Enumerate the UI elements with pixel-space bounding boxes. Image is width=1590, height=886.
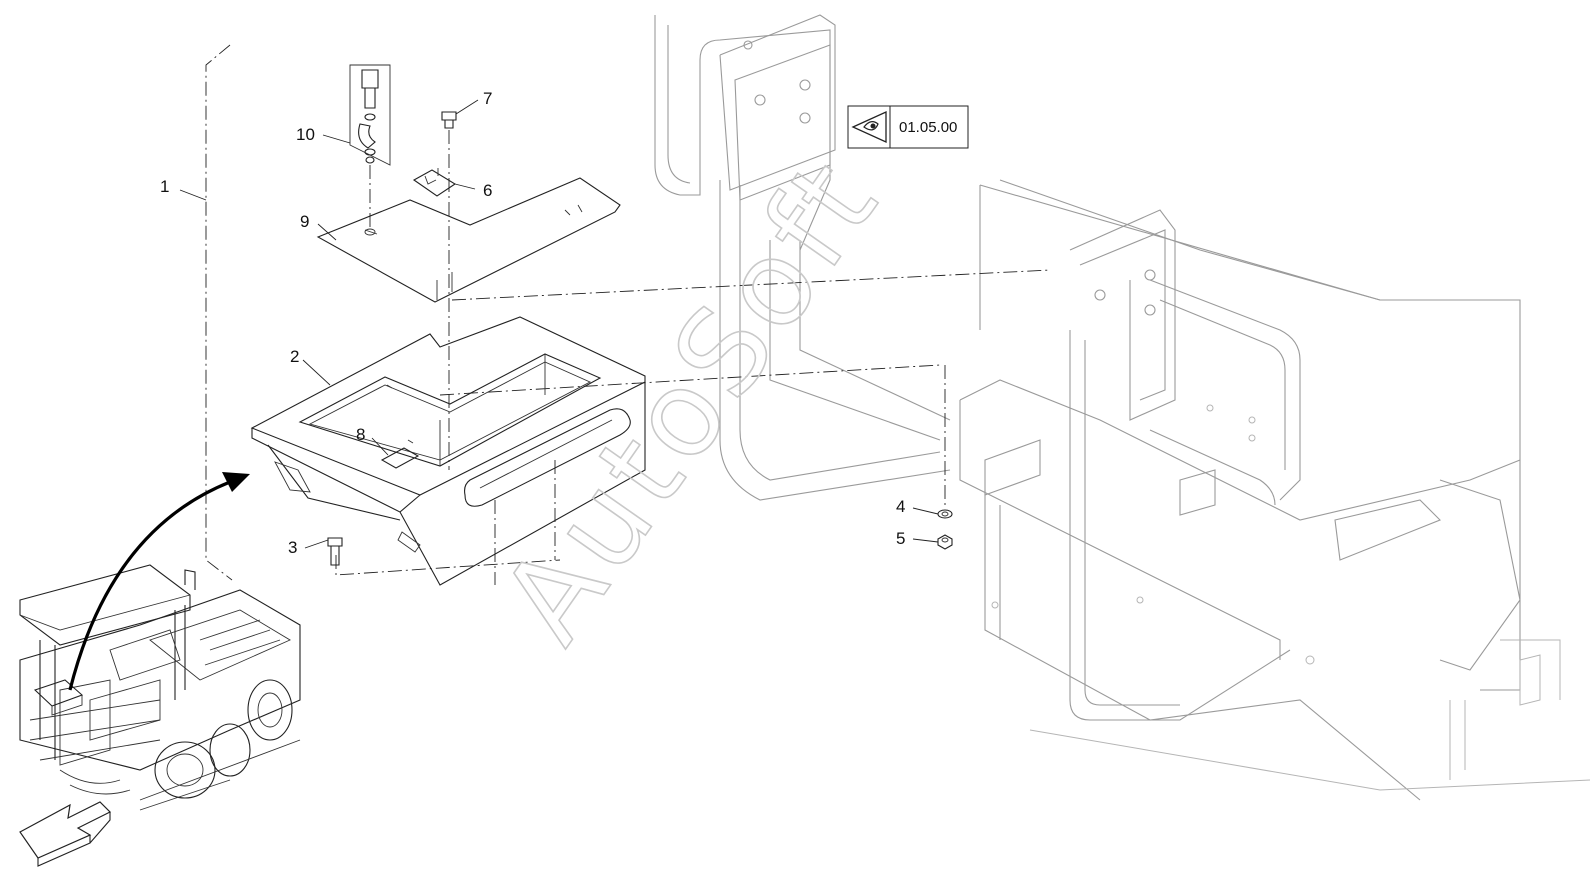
part-5-nut [937,534,953,550]
axis-line [451,269,1051,301]
part-7-bolt [441,111,457,129]
part-9-cover-plate [316,177,621,303]
axis-line [494,460,556,585]
axis-line [335,555,561,576]
callout-8: 8 [356,425,365,444]
axis-line [439,364,941,396]
reference-label: 01.05.00 [899,119,957,136]
part-8-latch-plate [380,447,420,469]
eye-view-icon [851,110,887,144]
leader-lines [179,99,939,549]
callout-10: 10 [296,125,315,144]
callout-9: 9 [300,212,309,231]
part-3-bolt [327,537,343,566]
assembly-boundary-line [205,44,233,581]
location-pointer-arrow [68,472,250,691]
reference-box[interactable]: 01.05.00 [847,105,969,149]
paver-machine-overview [19,564,301,811]
view-direction-arrow-icon [19,801,112,867]
callout-1: 1 [160,177,169,196]
callout-3: 3 [288,538,297,557]
machine-frame-background [654,14,1590,801]
callout-5: 5 [896,529,905,548]
callout-7: 7 [483,89,492,108]
part-2-storage-tray [250,316,646,586]
callout-6: 6 [483,181,492,200]
part-4-washer [937,509,953,519]
watermark: AutoSoft [474,132,907,667]
callout-4: 4 [896,497,905,516]
watermark-text: AutoSoft [475,132,906,666]
part-10-clamp-assembly [349,64,391,166]
callout-2: 2 [290,347,299,366]
